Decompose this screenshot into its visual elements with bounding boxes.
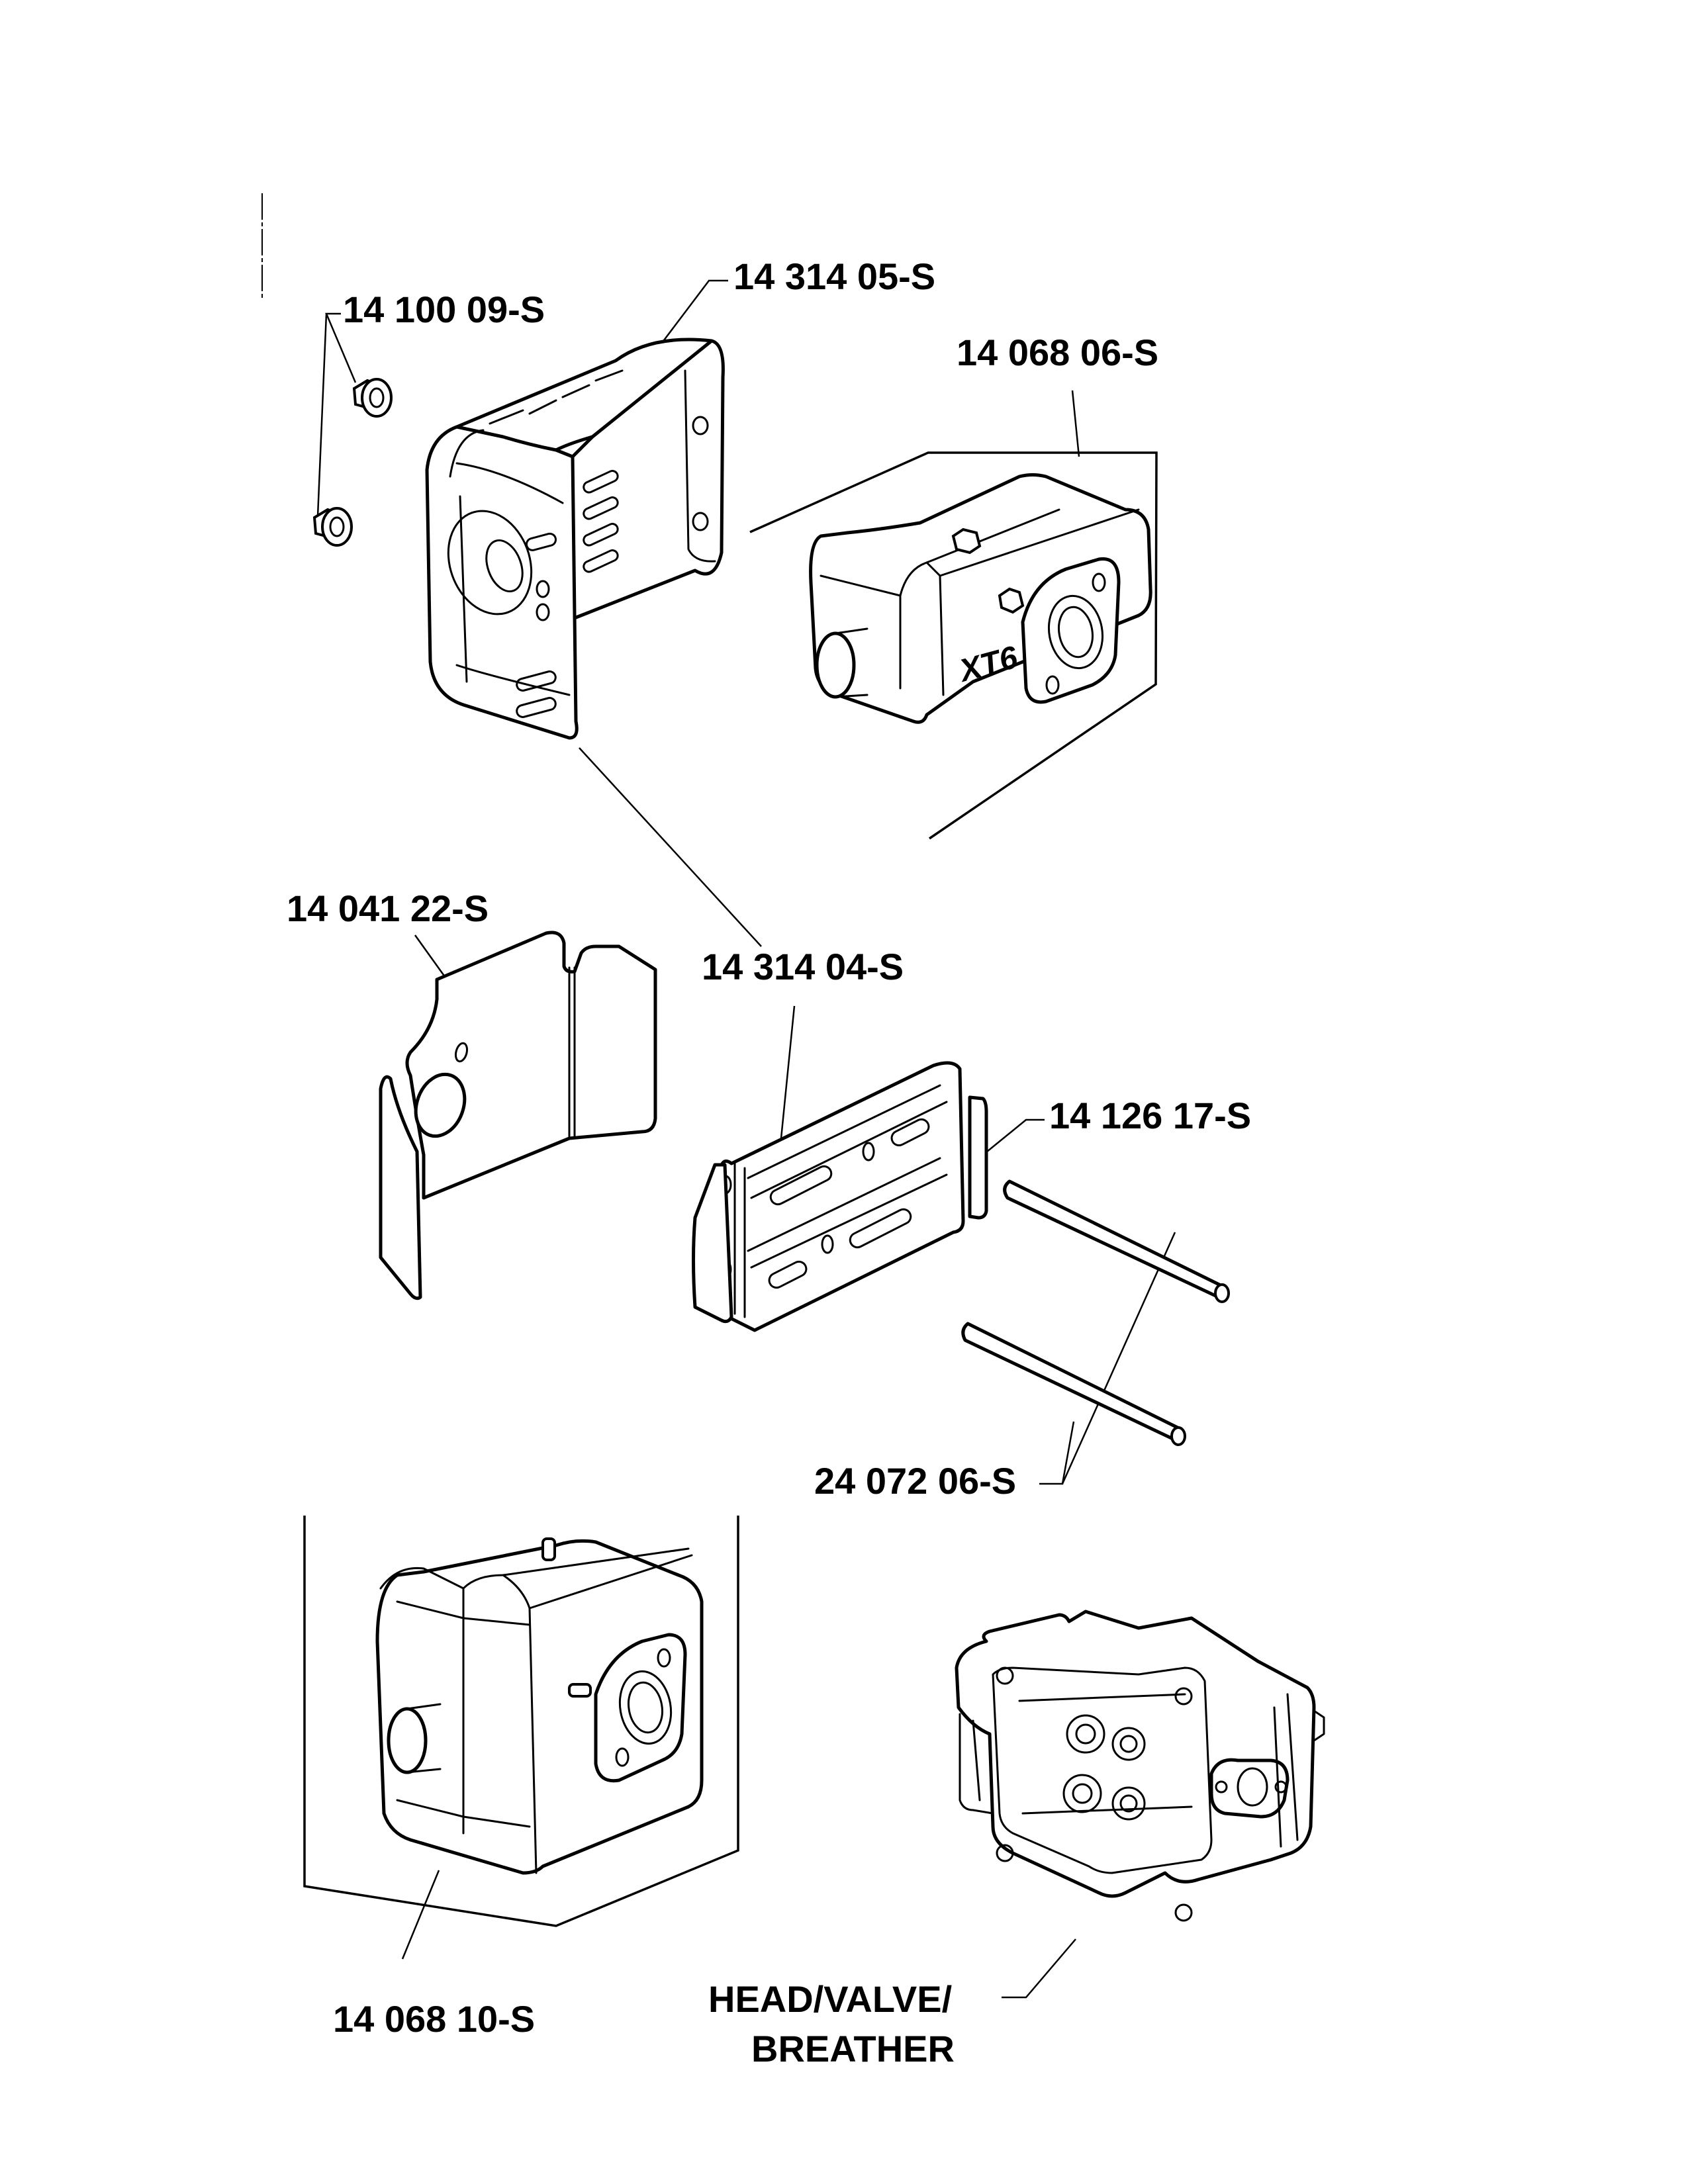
leader-nut-2 bbox=[316, 313, 328, 517]
muffler-xt6-drawing: XT6 bbox=[749, 451, 1158, 840]
muffler-xt6-bracket bbox=[749, 451, 1158, 840]
leader-gasket-shield bbox=[414, 934, 448, 980]
leader-muffler-alt bbox=[401, 1870, 440, 1960]
label-muffler-xt6: 14 068 06-S bbox=[957, 332, 1158, 373]
muffler-alt-bracket bbox=[303, 1516, 739, 1927]
leader-shield-bracket-up bbox=[579, 747, 762, 947]
spacer-plate-drawing bbox=[968, 1095, 988, 1220]
head-valve-breather-drawing bbox=[955, 1610, 1325, 1922]
leader-stud-pins bbox=[1039, 1421, 1075, 1485]
leader-head bbox=[1002, 1938, 1076, 1999]
shield-bracket-drawing bbox=[692, 1061, 988, 1332]
leader-shield-bracket bbox=[780, 1005, 796, 1139]
gasket-shield-drawing bbox=[379, 931, 657, 1300]
muffler-alt-drawing bbox=[303, 1516, 739, 1927]
label-stud-pins: 24 072 06-S bbox=[814, 1460, 1016, 1502]
label-shield-bracket: 14 314 04-S bbox=[702, 946, 904, 987]
label-head-line2: BREATHER bbox=[751, 2028, 955, 2070]
stud-pins-drawing bbox=[961, 1179, 1230, 1446]
label-spacer-plate: 14 126 17-S bbox=[1049, 1095, 1251, 1136]
leader-heat-shield bbox=[661, 279, 728, 343]
label-nut: 14 100 09-S bbox=[343, 289, 545, 330]
label-muffler-alt: 14 068 10-S bbox=[333, 1998, 535, 2040]
heat-shield-drawing bbox=[425, 338, 725, 740]
leader-spacer-plate bbox=[982, 1118, 1045, 1156]
label-gasket-shield: 14 041 22-S bbox=[287, 887, 489, 929]
leader-stud-pins-2 bbox=[1061, 1232, 1176, 1484]
leader-muffler-xt6 bbox=[1071, 390, 1080, 457]
nut-icon bbox=[312, 378, 393, 547]
label-head-line1: HEAD/VALVE/ bbox=[708, 1978, 953, 2020]
label-heat-shield: 14 314 05-S bbox=[733, 255, 935, 297]
